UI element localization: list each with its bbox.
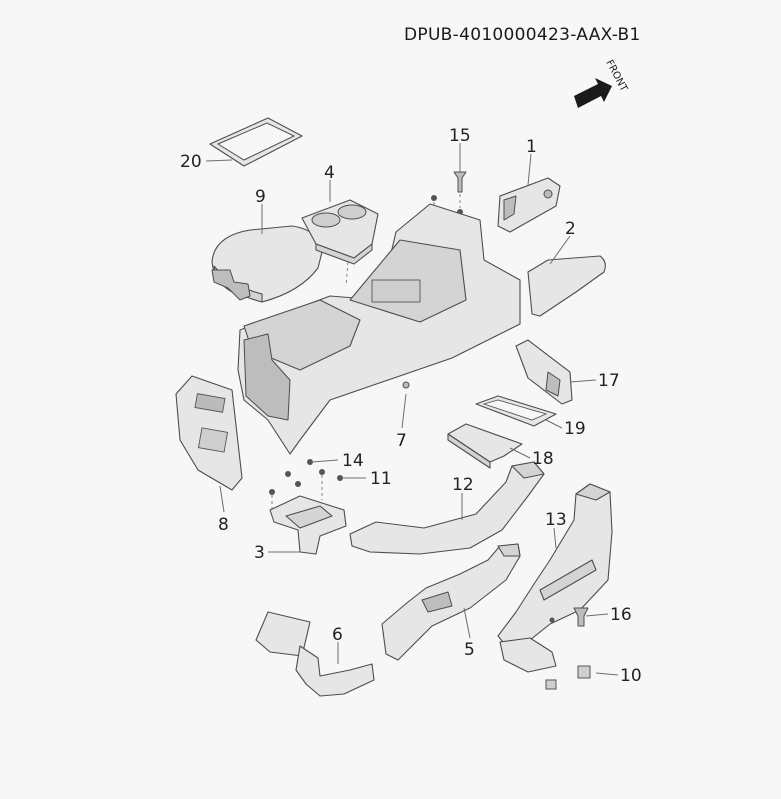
part-label-7: 7 [396,431,407,451]
part-16-clip [549,607,589,627]
part-5-duct [381,543,521,661]
part-1-side-bracket [497,177,561,233]
front-arrow: FRONT [574,58,630,108]
leader-lines [205,143,619,676]
part-label-18: 18 [532,449,554,469]
part-label-17: 17 [598,371,620,391]
part-label-20: 20 [180,152,202,172]
part-2-side-panel [527,255,606,317]
part-label-13: 13 [545,510,567,530]
part-label-16: 16 [610,605,632,625]
diagram-code: DPUB-4010000423-AAX-B1 [404,25,641,45]
part-label-10: 10 [620,666,642,686]
part-6-duct [255,611,375,697]
part-label-5: 5 [464,640,475,660]
part-12-duct [349,461,545,555]
part-label-11: 11 [370,469,392,489]
part-label-12: 12 [452,475,474,495]
part-label-14: 14 [342,451,364,471]
part-label-15: 15 [449,126,471,146]
part-17-bracket [515,339,573,405]
part-label-1: 1 [526,137,537,157]
part-19-tray [475,395,557,427]
part-7-console-body [237,203,521,455]
part-label-2: 2 [565,219,576,239]
part-label-19: 19 [564,419,586,439]
part-10-clips [545,665,591,690]
part-label-8: 8 [218,515,229,535]
part-label-4: 4 [324,163,335,183]
part-4-cup-holder [301,199,379,265]
part-label-3: 3 [254,543,265,563]
part-3-bracket-assembly [269,459,347,555]
part-20-gasket [209,117,303,167]
part-9-armrest-lid [211,225,323,303]
front-arrow-icon [574,78,612,108]
part-labels: 1 2 3 4 5 6 7 8 9 10 11 12 13 14 15 16 1… [180,126,642,686]
part-15-screws [431,171,467,222]
part-label-9: 9 [255,187,266,207]
part-13-duct [497,483,613,673]
part-18-tray [447,423,523,469]
part-8-rear-panel [175,375,243,491]
part-label-6: 6 [332,625,343,645]
